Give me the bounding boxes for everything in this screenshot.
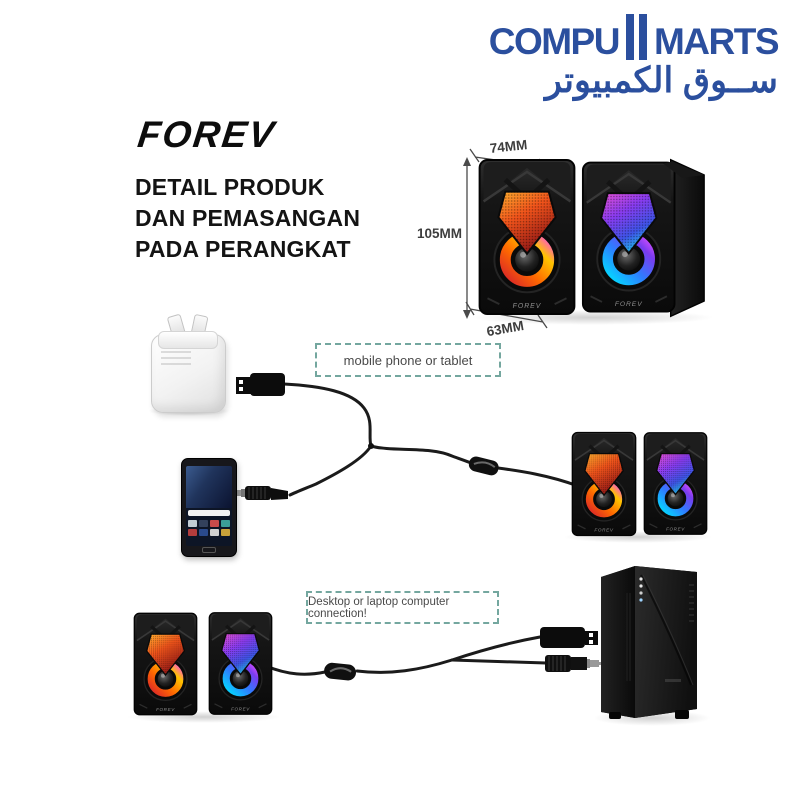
dimension-height-label: 105MM [417,226,462,241]
caption-desktop-text: Desktop or laptop computer connection! [308,595,450,620]
adapter-top [158,331,218,349]
pc-front-panel [635,566,697,718]
usb-connector-mobile [236,373,285,396]
pc-foot [675,710,689,719]
audio-jack-mobile [233,486,288,500]
phone-app-grid [186,518,232,538]
pc-vents [689,584,694,622]
store-logo: COMPU MARTS ســوق الكمبيوتر [488,14,780,101]
product-headline: DETAIL PRODUK DAN PEMASANGAN PADA PERANG… [135,172,360,265]
store-logo-part2: MARTS [653,21,780,62]
phone-search-bar [188,509,230,516]
power-led [639,577,643,581]
headline-line-1: DETAIL PRODUK [135,174,325,200]
headline-line-2: DAN PEMASANGAN [135,205,361,231]
volume-switch-desktop [324,662,357,681]
dimension-width-label: 74MM [489,137,528,156]
usb-connector-desktop [540,627,598,648]
volume-switch-mobile [468,456,499,476]
caption-mobile: mobile phone or tablet [315,343,501,377]
dimension-depth-label: 63MM [485,318,525,339]
store-logo-wordmark: COMPU MARTS [488,14,780,62]
adapter-print [161,351,191,369]
speaker-bottom-right [208,610,273,717]
speaker-top-left [477,158,577,316]
phone-screen [186,466,232,546]
brand-logo: FOREV [135,114,279,155]
speaker-top-right-angled [581,152,707,324]
headline-line-3: PADA PERANGKAT [135,236,351,262]
pc-foot [609,712,621,719]
pc-tower [601,566,697,719]
smartphone [181,458,237,557]
store-logo-part1: COMPU [488,21,621,62]
speaker-mid-left [571,431,637,537]
mobile-cable [282,382,580,497]
logo-separator-bars-icon [625,14,647,60]
phone-wallpaper [186,466,232,508]
pc-logo [665,679,681,682]
usb-power-adapter [151,313,226,413]
caption-mobile-text: mobile phone or tablet [343,352,473,368]
phone-home-button [202,547,216,553]
store-logo-arabic: ســوق الكمبيوتر [544,61,778,100]
speaker-bottom-left [133,611,198,717]
caption-desktop: Desktop or laptop computer connection! [306,591,499,624]
audio-jack-desktop [545,655,602,672]
cable-junction [368,443,374,449]
desktop-cable [264,635,548,676]
speaker-mid-right [643,430,708,537]
